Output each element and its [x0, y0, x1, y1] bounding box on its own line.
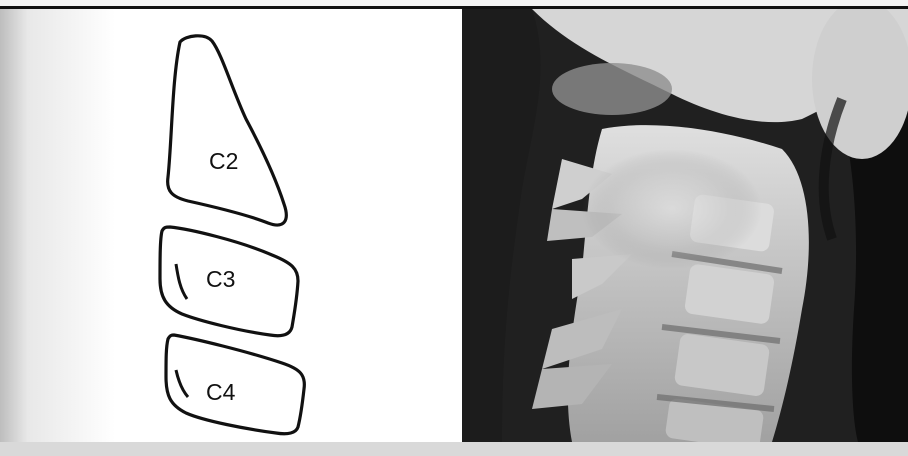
bottom-strip [0, 442, 908, 456]
c4-label: C4 [206, 381, 235, 404]
vertebra-diagram [0, 9, 462, 442]
cervical-spine-radiograph [462, 9, 908, 442]
vertebra-diagram-panel: C2 C3 C4 [0, 9, 462, 442]
c2-label: C2 [209, 150, 238, 173]
radiograph-image [462, 9, 908, 442]
c3-label: C3 [206, 268, 235, 291]
